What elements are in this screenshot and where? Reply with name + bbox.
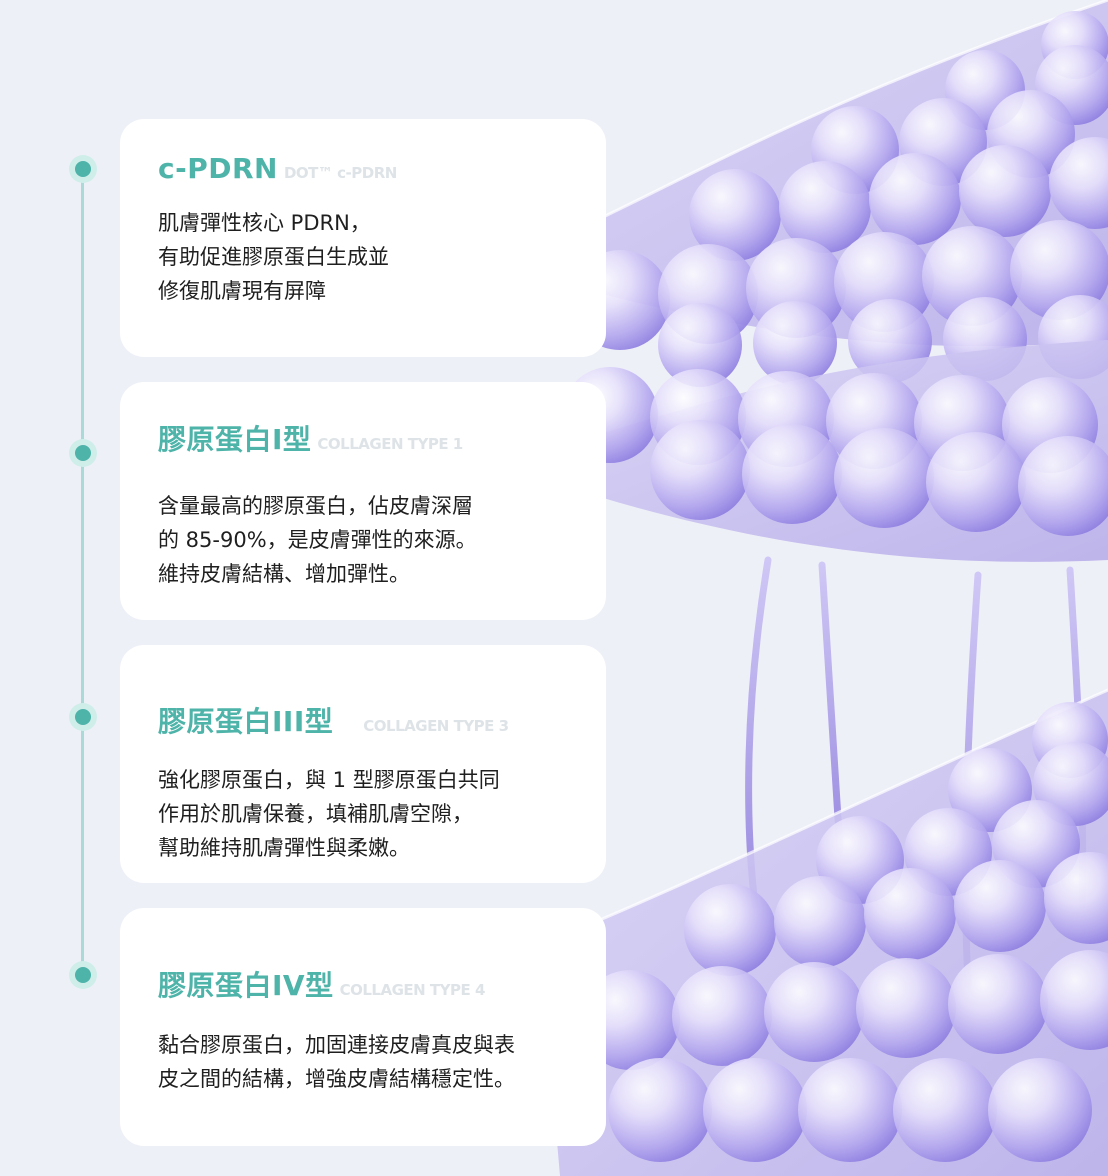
timeline-dot-4 bbox=[69, 961, 97, 989]
card-title-sub: COLLAGEN TYPE 1 bbox=[317, 435, 463, 453]
sphere bbox=[864, 868, 956, 960]
timeline-line bbox=[81, 169, 84, 975]
sphere bbox=[764, 962, 864, 1062]
card-title: 膠原蛋白I型 COLLAGEN TYPE 1 bbox=[158, 418, 463, 458]
sphere bbox=[650, 420, 750, 520]
card-title-main: 膠原蛋白IV型 bbox=[158, 969, 334, 1002]
card-title-sub: COLLAGEN TYPE 4 bbox=[339, 981, 486, 999]
sphere bbox=[798, 1058, 902, 1162]
sphere bbox=[893, 1058, 997, 1162]
sphere bbox=[684, 884, 776, 976]
timeline-dot-1 bbox=[69, 155, 97, 183]
sphere bbox=[779, 161, 871, 253]
card-collagen-type-3: 膠原蛋白III型 COLLAGEN TYPE 3 強化膠原蛋白，與 1 型膠原蛋白… bbox=[120, 645, 606, 883]
sphere bbox=[608, 1058, 712, 1162]
sphere bbox=[926, 432, 1026, 532]
sphere bbox=[753, 301, 837, 385]
card-collagen-type-4: 膠原蛋白IV型 COLLAGEN TYPE 4 黏合膠原蛋白，加固連接皮膚真皮與表… bbox=[120, 908, 606, 1146]
card-title-main: 膠原蛋白III型 bbox=[158, 705, 334, 738]
sphere bbox=[742, 424, 842, 524]
sphere bbox=[703, 1058, 807, 1162]
card-title: 膠原蛋白IV型 COLLAGEN TYPE 4 bbox=[158, 964, 485, 1004]
sphere bbox=[1044, 852, 1108, 944]
sphere bbox=[1040, 950, 1108, 1050]
card-title: c-PDRN DOT™ c-PDRN bbox=[158, 152, 397, 185]
card-c-pdrn: c-PDRN DOT™ c-PDRN 肌膚彈性核心 PDRN， 有助促進膠原蛋白生… bbox=[120, 119, 606, 357]
card-title-main: c-PDRN bbox=[158, 152, 278, 185]
card-title-sub: DOT™ c-PDRN bbox=[283, 164, 397, 182]
timeline-dot-2 bbox=[69, 439, 97, 467]
sphere bbox=[1049, 137, 1108, 229]
sphere bbox=[959, 145, 1051, 237]
card-description: 強化膠原蛋白，與 1 型膠原蛋白共同 作用於肌膚保養，填補肌膚空隙， 幫助維持肌… bbox=[158, 768, 500, 860]
sphere bbox=[988, 1058, 1092, 1162]
sphere bbox=[774, 876, 866, 968]
sphere bbox=[1018, 436, 1108, 536]
sphere bbox=[948, 954, 1048, 1054]
sphere bbox=[834, 428, 934, 528]
sphere bbox=[856, 958, 956, 1058]
timeline-dot-3 bbox=[69, 703, 97, 731]
sphere bbox=[689, 169, 781, 261]
sphere bbox=[869, 153, 961, 245]
sphere bbox=[672, 966, 772, 1066]
card-title-main: 膠原蛋白I型 bbox=[158, 423, 312, 456]
sphere bbox=[954, 860, 1046, 952]
card-description: 肌膚彈性核心 PDRN， 有助促進膠原蛋白生成並 修復肌膚現有屏障 bbox=[158, 211, 389, 303]
sphere bbox=[1010, 220, 1108, 320]
card-collagen-type-1: 膠原蛋白I型 COLLAGEN TYPE 1 含量最高的膠原蛋白，佔皮膚深層 的 … bbox=[120, 382, 606, 620]
card-description: 含量最高的膠原蛋白，佔皮膚深層 的 85-90%，是皮膚彈性的來源。 維持皮膚結… bbox=[158, 494, 477, 586]
bottom-layer-spheres bbox=[580, 702, 1108, 1162]
bottom-layer bbox=[539, 688, 1108, 1176]
sphere bbox=[658, 303, 742, 387]
card-title: 膠原蛋白III型 COLLAGEN TYPE 3 bbox=[158, 700, 509, 740]
card-title-sub: COLLAGEN TYPE 3 bbox=[363, 717, 509, 735]
card-description: 黏合膠原蛋白，加固連接皮膚真皮與表 皮之間的結構，增強皮膚結構穩定性。 bbox=[158, 1033, 515, 1091]
